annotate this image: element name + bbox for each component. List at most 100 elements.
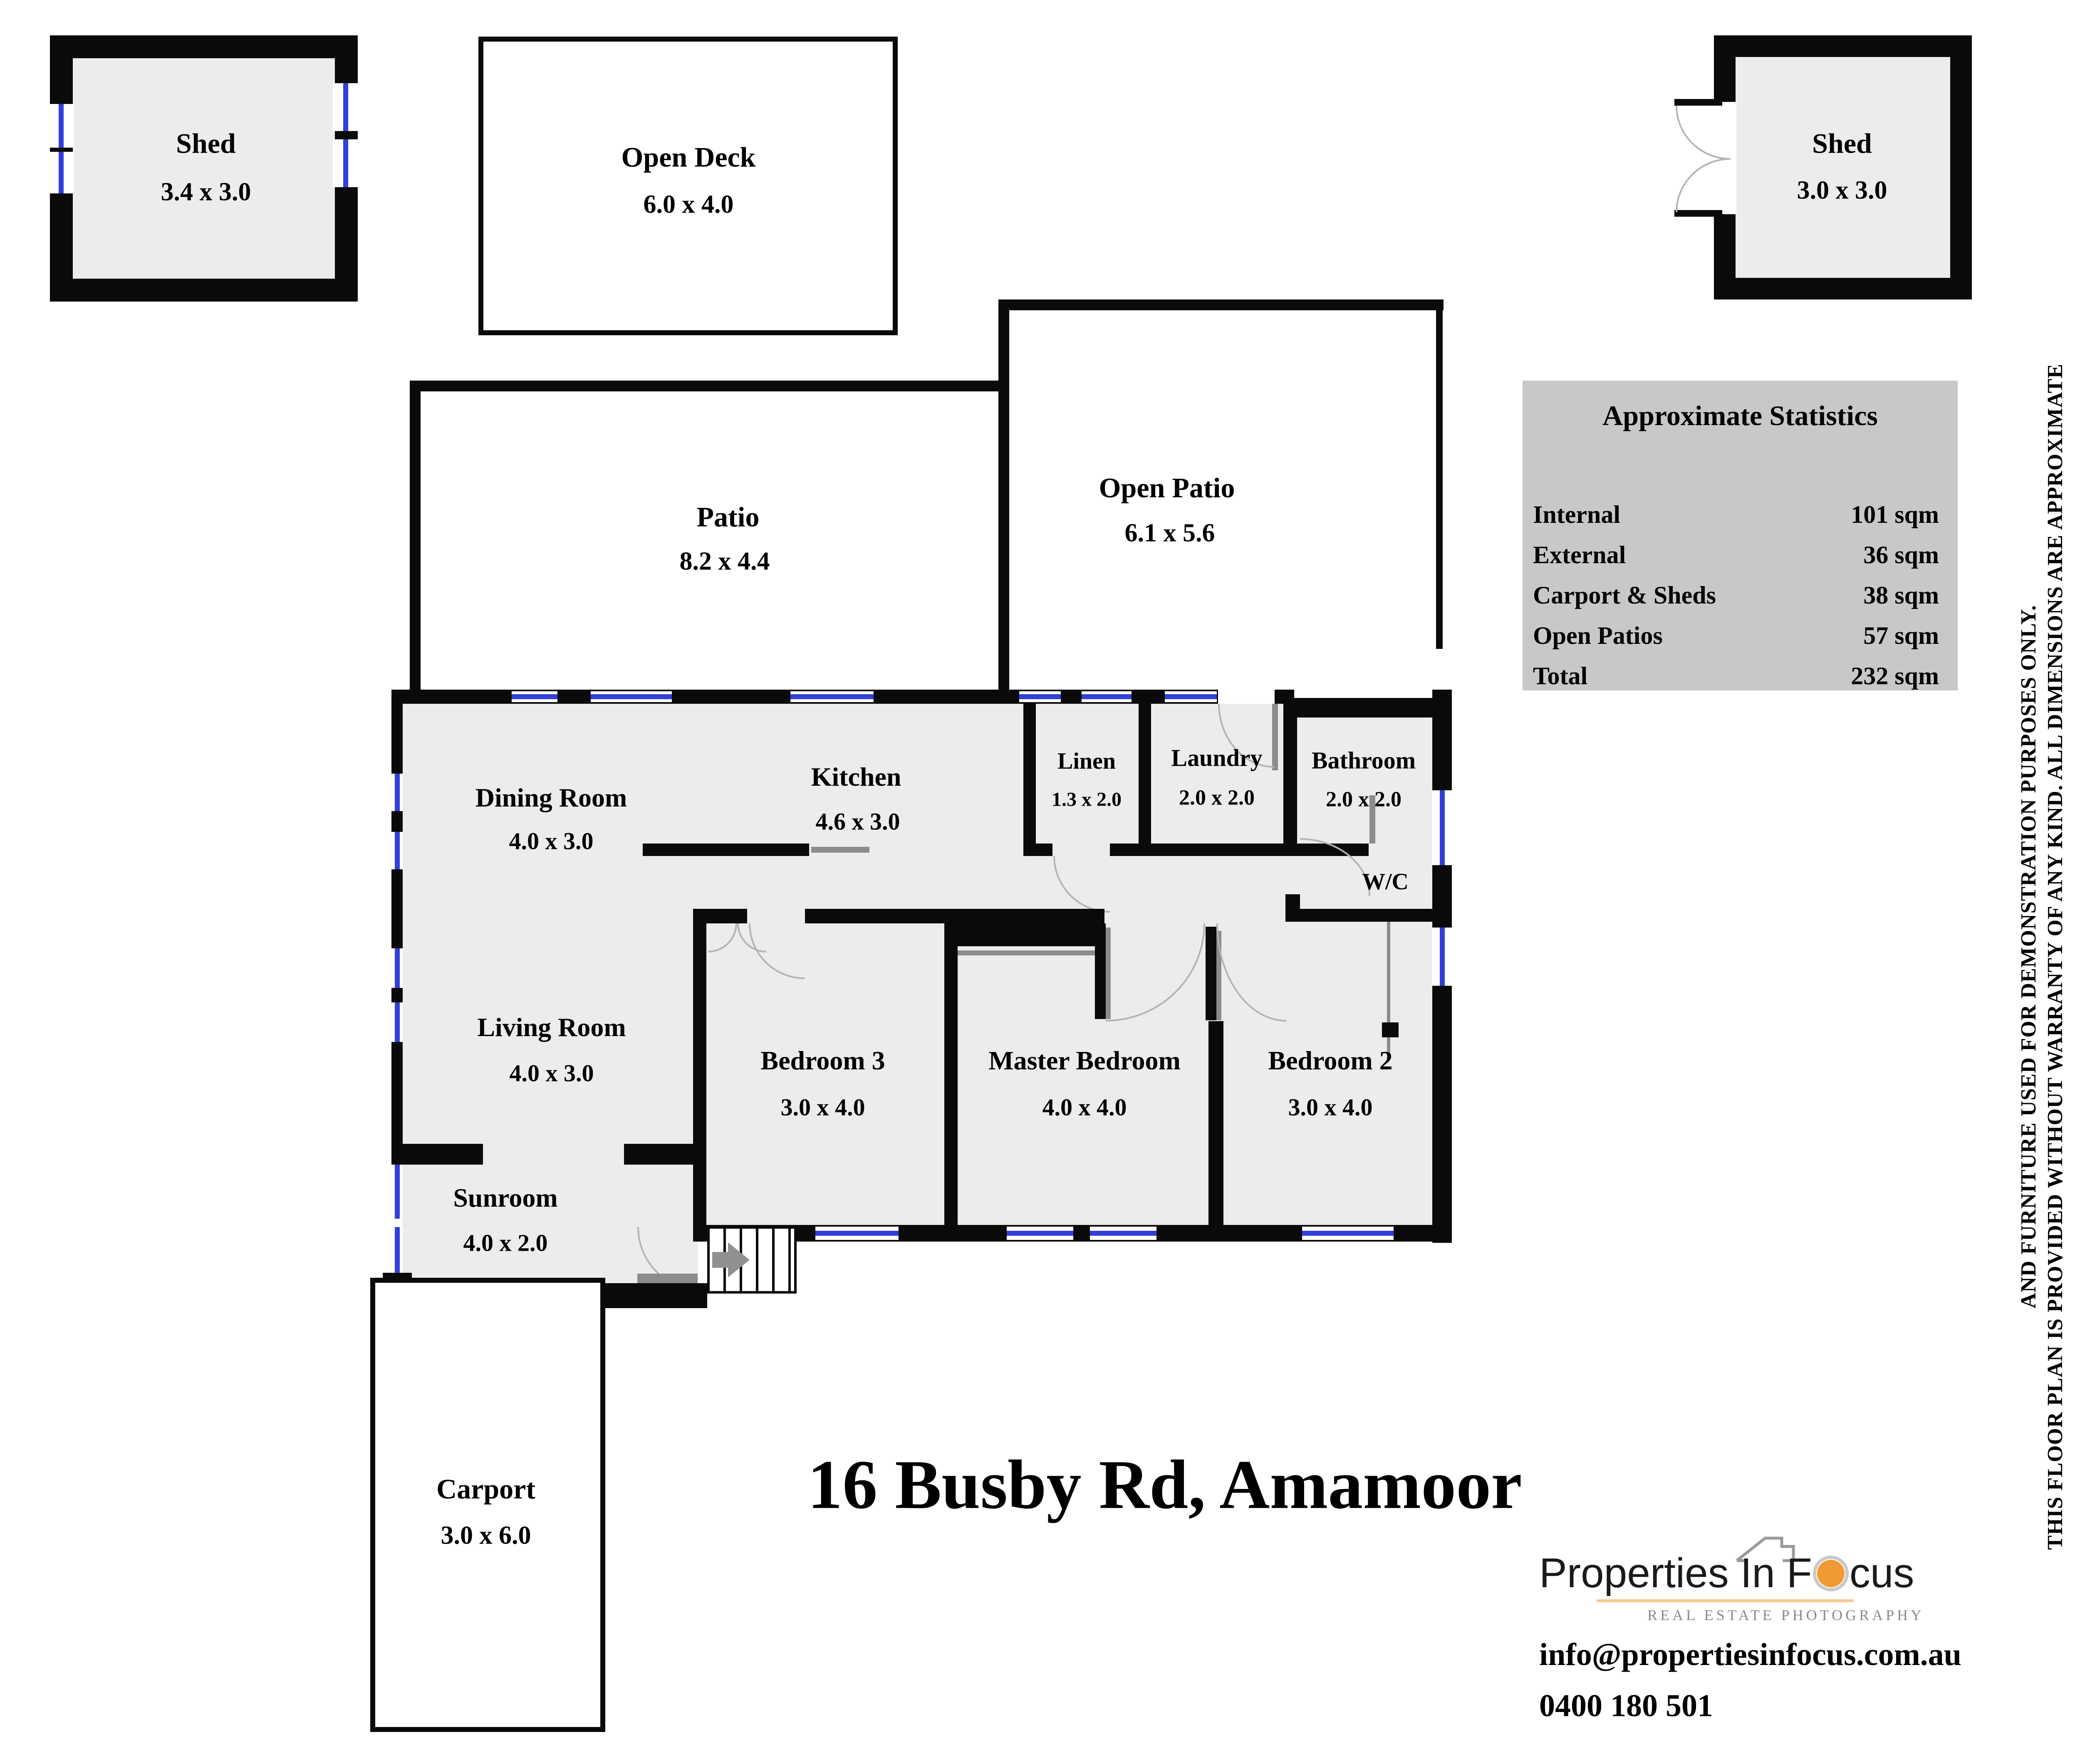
contact-email: info@propertiesinfocus.com.au — [1539, 1637, 1962, 1672]
window-icon — [512, 691, 557, 702]
master-door-leaf — [1095, 923, 1106, 1019]
linen-laundry-wall — [1139, 704, 1151, 845]
master-wardrobe-track — [958, 950, 1095, 955]
bed3-dims: 3.0 x 4.0 — [780, 1094, 865, 1121]
stair-riser — [772, 1229, 775, 1291]
house-wall-left — [391, 690, 403, 1152]
patio-label: Patio — [696, 501, 760, 533]
shed-right-label: Shed — [1812, 127, 1872, 159]
master-wardrobe — [958, 923, 1095, 946]
front-door-sill — [637, 1274, 698, 1284]
window-icon — [1019, 691, 1061, 702]
camera-lens-icon — [1813, 1555, 1849, 1591]
window-icon — [391, 1227, 403, 1277]
bed2-closet-line — [1387, 922, 1390, 1022]
carport-outline — [370, 1278, 605, 1732]
bed2-dims: 3.0 x 4.0 — [1288, 1094, 1373, 1121]
window-icon — [790, 691, 874, 702]
linen-wall-left — [1023, 704, 1036, 845]
open-patio-wall-top — [998, 299, 1444, 310]
living-label: Living Room — [477, 1012, 626, 1042]
carport-label: Carport — [436, 1473, 535, 1505]
window-icon — [1007, 1227, 1073, 1240]
laundry-dims: 2.0 x 2.0 — [1179, 786, 1255, 810]
window-icon — [391, 948, 403, 988]
laundry-label: Laundry — [1171, 744, 1263, 772]
open-deck-dims: 6.0 x 4.0 — [643, 190, 734, 219]
shed-right-dims: 3.0 x 3.0 — [1797, 176, 1887, 205]
wc-wall-bottom — [1285, 909, 1432, 922]
bed3-wall-left — [693, 909, 706, 1227]
window-icon — [391, 832, 403, 869]
logo-tagline: REAL ESTATE PHOTOGRAPHY — [1647, 1607, 1925, 1623]
shed-right-door-arc — [1676, 158, 1731, 212]
patio-openpatio-divider — [998, 299, 1009, 690]
bed3-label: Bedroom 3 — [760, 1046, 885, 1075]
bathroom-dims: 2.0 x 2.0 — [1326, 787, 1402, 811]
window-icon — [815, 1227, 899, 1240]
bed2-door-leaf — [1206, 927, 1216, 1020]
dining-dims: 4.0 x 3.0 — [509, 827, 594, 855]
shed-left-room — [50, 35, 358, 302]
disclaimer-text: AND FURNITURE USED FOR DEMONSTRATION PUR… — [2017, 363, 2067, 1550]
bathroom-label: Bathroom — [1311, 747, 1416, 774]
window-icon — [1082, 691, 1132, 702]
shed-right-room — [1714, 35, 1972, 299]
shed-left-label: Shed — [176, 127, 236, 159]
window-icon — [391, 1165, 403, 1219]
bed2-closet-line — [1387, 1037, 1390, 1058]
patio-dims: 8.2 x 4.4 — [679, 547, 770, 576]
bed3-master-wall — [944, 909, 958, 1233]
sunroom-label: Sunroom — [453, 1183, 558, 1212]
bed2-closet-stub — [1382, 1022, 1399, 1037]
bathroom-door-leaf — [1369, 795, 1375, 844]
window-icon — [1432, 790, 1452, 865]
window-icon — [1432, 928, 1452, 986]
kitchen-dims: 4.6 x 3.0 — [815, 808, 900, 835]
statistics-title: Approximate Statistics — [1602, 400, 1878, 431]
open-patio-wall-right — [1436, 299, 1443, 649]
sunroom-dims: 4.0 x 2.0 — [463, 1229, 548, 1257]
page-title: 16 Busby Rd, Amamoor — [807, 1446, 1522, 1524]
open-deck-label: Open Deck — [621, 141, 756, 173]
stair-riser — [788, 1229, 791, 1291]
laundry-door-gap — [1218, 690, 1275, 704]
shed-left-window-icon — [48, 152, 74, 193]
kitchen-door-leaf — [811, 847, 869, 853]
open-patio-dims: 6.1 x 5.6 — [1124, 519, 1215, 547]
patio-wall-left — [410, 381, 421, 690]
open-patio-label: Open Patio — [1099, 472, 1235, 504]
entry-wall-chunk — [599, 1283, 707, 1308]
window-icon — [1302, 1227, 1394, 1240]
kitchen-hall-wall — [643, 844, 809, 856]
living-sunroom-stub — [391, 1144, 483, 1165]
bed2-label: Bedroom 2 — [1268, 1046, 1393, 1075]
shed-left-window-icon — [333, 83, 359, 131]
dining-label: Dining Room — [475, 783, 627, 812]
living-dims: 4.0 x 3.0 — [509, 1059, 594, 1087]
logo-house-icon — [1736, 1536, 1795, 1562]
laundry-bathroom-wall — [1283, 704, 1297, 856]
hall-wall-under-linen — [1023, 844, 1052, 856]
logo-underline — [1597, 1599, 1854, 1602]
shed-left-window-icon — [48, 104, 74, 148]
window-icon — [391, 1002, 403, 1042]
shed-right-door-arc — [1676, 106, 1731, 160]
master-dims: 4.0 x 4.0 — [1042, 1094, 1127, 1121]
stair-riser — [756, 1229, 758, 1291]
linen-label: Linen — [1057, 748, 1116, 774]
carport-dims: 3.0 x 6.0 — [441, 1521, 531, 1550]
shed-left-dims: 3.4 x 3.0 — [161, 178, 251, 206]
open-deck-outline — [478, 37, 898, 335]
shed-right-door-leaf — [1674, 99, 1722, 106]
living-sunroom-stub — [624, 1144, 706, 1165]
stairs-direction-arrow-icon — [728, 1242, 750, 1277]
master-label: Master Bedroom — [988, 1046, 1181, 1075]
